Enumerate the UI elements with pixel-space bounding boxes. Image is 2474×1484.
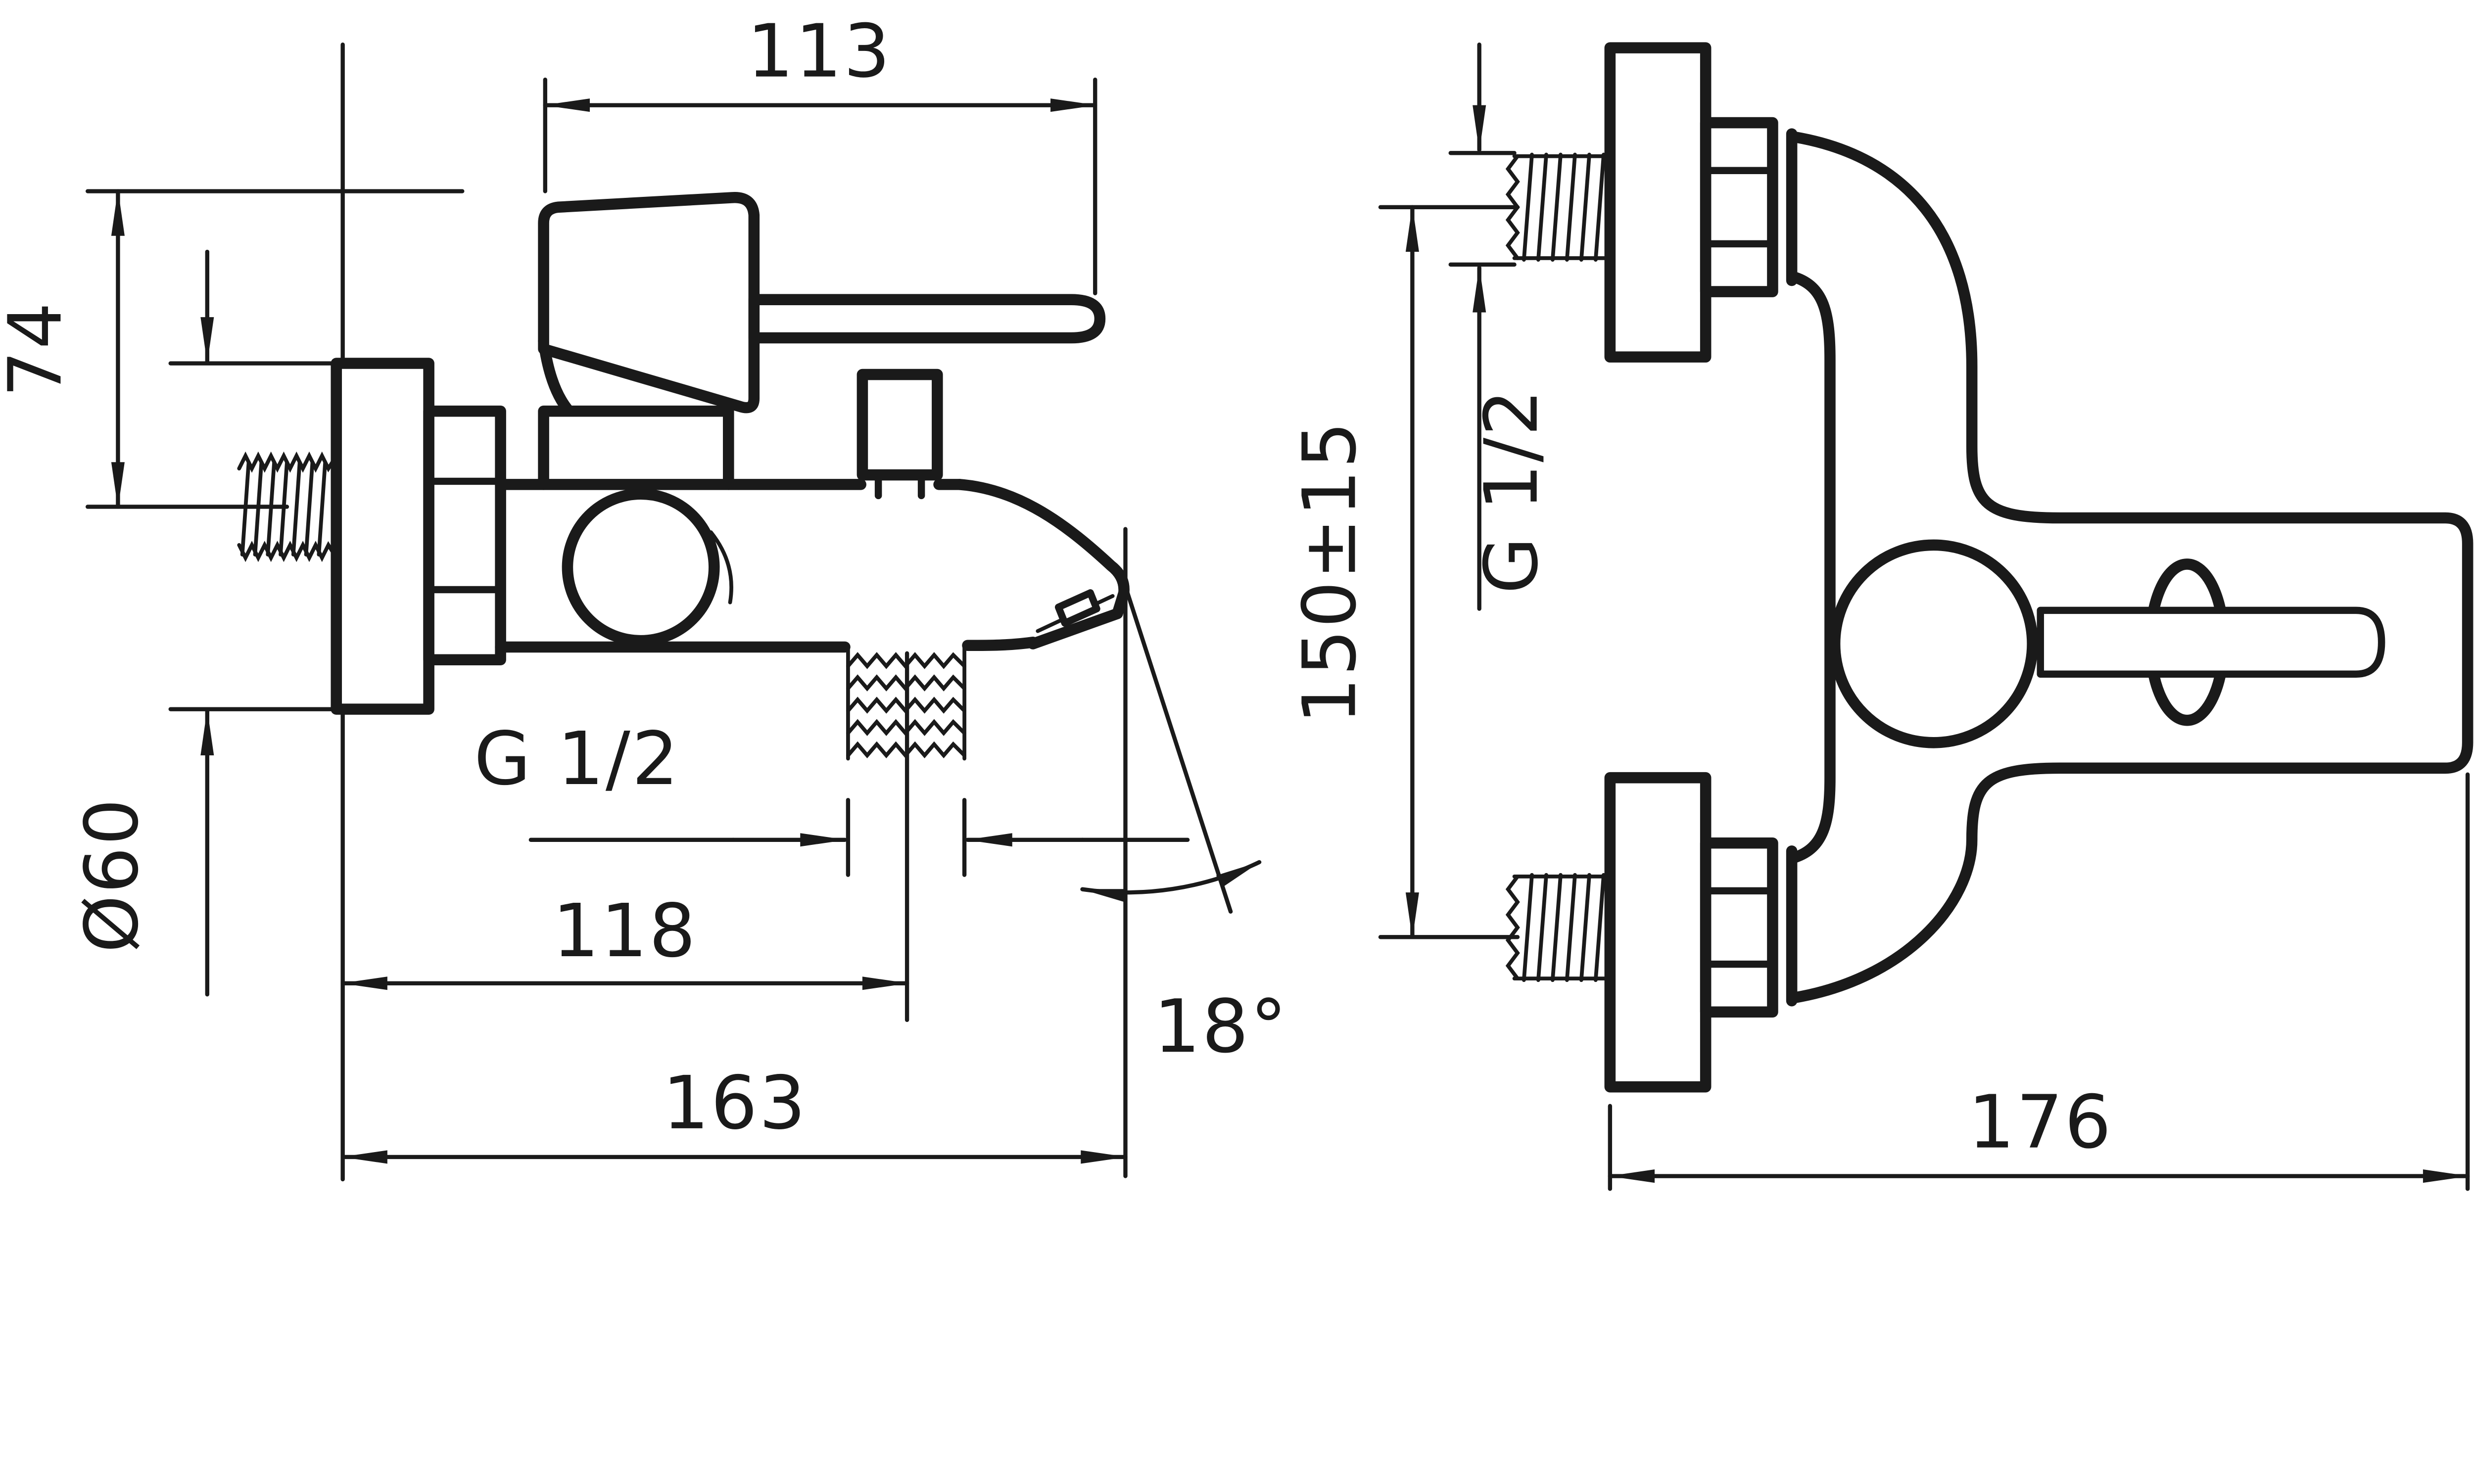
dim-150: 150±15 [1286,205,1520,939]
dim-150-label: 150±15 [1286,420,1372,724]
wall-flange-bottom [1604,772,1712,1093]
cartridge-block [538,405,734,490]
lever-handle-front [2037,606,2385,678]
wall-flange-side [331,358,434,715]
front-view: 150±15 G 1/2 176 [1286,42,2474,1191]
dim-g12-side-label: G 1/2 [474,716,680,801]
dim-g12-front-label: G 1/2 [1469,388,1554,594]
technical-drawing: 113 74 Ø60 G 1/2 118 [0,8,2474,1191]
handle-base [538,192,760,414]
dim-outlet-thread: G 1/2 [474,716,1190,877]
body-circle-front [1829,539,2038,748]
dim-176-label: 176 [1968,1079,2113,1165]
mixer-body-side [495,479,1130,653]
dim-113-label: 113 [747,8,892,94]
dim-163: 163 [340,527,1128,1178]
dim-163-label: 163 [663,1060,808,1146]
dim-18deg: 18° [1080,584,1288,1069]
diverter-knob-icon [856,369,943,500]
dim-d60-label: Ø60 [69,797,154,953]
dim-113: 113 [543,8,1097,295]
hex-nut-side-icon [423,405,506,666]
mixer-body-front [1789,131,2474,1004]
body-circle-side [562,488,720,647]
dim-176: 176 [1608,772,2470,1191]
dim-74: 74 [0,189,465,509]
dim-18deg-label: 18° [1154,983,1288,1069]
dim-118-label: 118 [553,888,698,974]
dim-d60: Ø60 [69,249,338,997]
lever-handle-side [748,294,1106,344]
side-view: 113 74 Ø60 G 1/2 118 [0,8,1288,1182]
dim-g12-front: G 1/2 [1448,43,1554,611]
aerator-icon [1036,589,1115,633]
wall-flange-top [1604,42,1712,363]
drawing-sheet: 113 74 Ø60 G 1/2 118 [0,8,2474,1191]
hex-nut-top-icon [1700,117,1778,297]
inlet-thread-bottom-icon [1505,873,1612,982]
dim-118: 118 [340,888,909,990]
hex-nut-bottom-icon [1700,837,1778,1018]
dim-74-label: 74 [0,301,78,397]
inlet-thread-top-icon [1505,152,1612,262]
